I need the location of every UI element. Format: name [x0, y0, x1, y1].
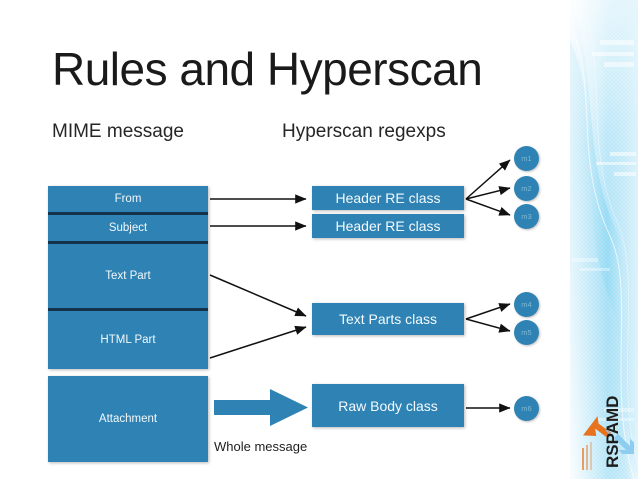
decorative-side-strip — [570, 0, 638, 479]
subheading-hyperscan-regexps: Hyperscan regexps — [282, 121, 446, 142]
match-circle-m1: m1 — [514, 146, 539, 171]
logo-wordmark: RSPAMD — [603, 396, 622, 468]
arrow-text-parts-class-to-m4 — [465, 303, 511, 320]
mime-segment-from: From — [114, 193, 142, 205]
arrow-text-parts-class-to-m5 — [465, 318, 511, 333]
header-re-class-box-1: Header RE class — [312, 186, 464, 210]
mime-segment-html-part: HTML Part — [100, 334, 156, 346]
mime-segment-text-part: Text Part — [105, 270, 151, 282]
match-circle-m2: m2 — [514, 176, 539, 201]
arrow-header-re-1-to-m1 — [465, 159, 511, 200]
match-circle-m6: m6 — [514, 396, 539, 421]
logo-arrow-up-icon — [583, 416, 611, 438]
subheading-mime-message: MIME message — [52, 121, 184, 142]
mime-segment-subject: Subject — [108, 222, 148, 234]
rspamd-logo: RSPAMD — [578, 378, 634, 474]
arrow-header-re-1-to-m2 — [465, 186, 511, 200]
logo-arrows-icon: RSPAMD — [582, 396, 634, 470]
match-circle-m4: m4 — [514, 292, 539, 317]
raw-body-class-box: Raw Body class — [312, 384, 464, 427]
side-strip-texture — [570, 0, 638, 479]
arrow-text-part-to-text-parts-class — [209, 274, 307, 317]
logo-arrow-down-tail-icon — [605, 429, 617, 441]
whole-message-block-arrow — [214, 389, 308, 426]
match-circle-m5: m5 — [514, 320, 539, 345]
header-re-class-box-2: Header RE class — [312, 214, 464, 238]
logo-arrow-up-tail-icon — [582, 442, 592, 470]
mime-segment-attachment: Attachment — [48, 376, 208, 462]
mime-divider-3 — [48, 308, 208, 311]
text-parts-class-box: Text Parts class — [312, 303, 464, 335]
mime-divider-1 — [48, 212, 208, 215]
match-circle-m3: m3 — [514, 204, 539, 229]
page-title: Rules and Hyperscan — [52, 43, 483, 95]
logo-arrow-down-icon — [614, 434, 634, 454]
mime-message-stack: From Subject Text Part HTML Part — [48, 186, 208, 369]
arrow-html-part-to-text-parts-class — [209, 325, 307, 359]
whole-message-label: Whole message — [214, 439, 308, 454]
mime-divider-2 — [48, 241, 208, 244]
arrow-header-re-1-to-m3 — [465, 198, 511, 216]
